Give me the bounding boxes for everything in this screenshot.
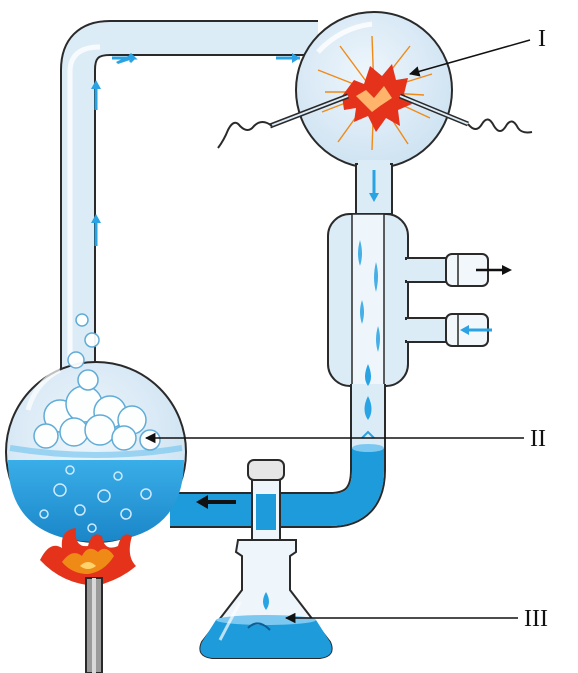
label-3: III xyxy=(524,606,548,632)
electrode-coil-icon xyxy=(218,122,272,148)
label-2: II xyxy=(530,426,546,452)
burner xyxy=(86,578,102,673)
electrode-coil-icon xyxy=(468,119,532,132)
condenser xyxy=(328,214,488,386)
collection-flask xyxy=(200,540,331,658)
loop-tube xyxy=(70,38,318,380)
label-1: I xyxy=(538,26,546,52)
